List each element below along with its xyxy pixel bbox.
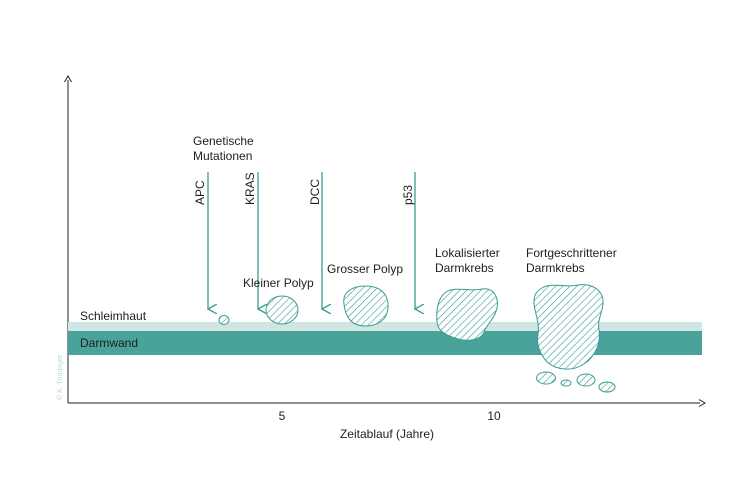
metastasis-4 [598, 381, 616, 393]
initial-lesion [218, 315, 230, 325]
gene-kras-label: KRAS [243, 172, 257, 205]
intestinal-wall-label: Darmwand [80, 336, 138, 350]
mutations-heading-line1: Genetische [193, 134, 254, 148]
x-tick-5: 5 [279, 409, 286, 423]
small-polyp [265, 295, 299, 325]
metastasis-1 [536, 371, 556, 385]
advanced-cancer-label-line1: Fortgeschrittener [526, 246, 617, 260]
mutations-heading-line2: Mutationen [193, 149, 252, 163]
mucosa-layer [68, 322, 702, 331]
metastasis-2 [560, 379, 572, 387]
gene-dcc-label: DCC [308, 179, 322, 205]
large-polyp [343, 285, 389, 327]
mucosa-label: Schleimhaut [80, 309, 147, 323]
gene-apc-label: APC [193, 180, 207, 205]
advanced-cancer-label-line2: Darmkrebs [526, 261, 585, 275]
x-axis-arrow-icon [698, 399, 706, 407]
localized-cancer [436, 288, 498, 341]
local-cancer-label-line2: Darmkrebs [435, 261, 494, 275]
y-axis-arrow-icon [64, 75, 72, 83]
large-polyp-label: Grosser Polyp [327, 262, 403, 276]
x-tick-10: 10 [487, 409, 501, 423]
advanced-cancer [533, 284, 604, 370]
intestinal-wall-layer [68, 331, 702, 355]
metastasis-3 [576, 373, 596, 387]
local-cancer-label-line1: Lokalisierter [435, 246, 500, 260]
x-axis-label: Zeitablauf (Jahre) [340, 427, 434, 441]
gene-p53-label: p53 [401, 185, 415, 205]
copyright-note: © K. Truninger [56, 354, 64, 400]
small-polyp-label: Kleiner Polyp [243, 276, 314, 290]
